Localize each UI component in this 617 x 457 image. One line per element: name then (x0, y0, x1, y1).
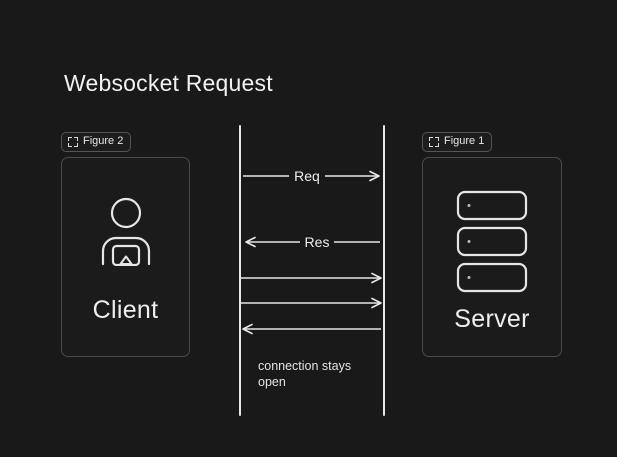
connection-note: connection stays open (258, 359, 352, 389)
client-lifeline (239, 125, 241, 416)
message-arrow-3 (239, 269, 385, 287)
crop-frame-icon (429, 136, 439, 147)
arrow-head-right (241, 297, 382, 309)
arrow-head-right (324, 170, 380, 182)
person-screen-icon (95, 196, 157, 271)
client-node[interactable]: Client (61, 157, 190, 357)
message-arrow-5 (239, 320, 385, 338)
message-arrow-res: Res (239, 233, 385, 251)
arrow-head-right (241, 272, 382, 284)
arrow-line-right-segment (334, 241, 381, 243)
server-node-label: Server (454, 305, 530, 333)
server-stack-icon (456, 190, 528, 300)
arrow-line-left-segment (243, 175, 290, 177)
figure-badge-left-label: Figure 2 (83, 135, 124, 147)
message-arrow-req: Req (239, 167, 385, 185)
message-label-req: Req (294, 168, 320, 184)
arrow-head-left (242, 323, 381, 335)
client-node-label: Client (92, 296, 159, 324)
server-node[interactable]: Server (422, 157, 562, 357)
arrow-head-left (244, 236, 300, 248)
figure-badge-left[interactable]: Figure 2 (61, 132, 132, 152)
server-lifeline (383, 125, 385, 416)
figure-badge-right[interactable]: Figure 1 (422, 132, 493, 152)
page-title: Websocket Request (64, 70, 273, 96)
figure-badge-right-label: Figure 1 (444, 135, 485, 147)
message-label-res: Res (304, 234, 330, 250)
crop-frame-icon (68, 136, 78, 147)
message-arrow-4 (239, 294, 385, 312)
